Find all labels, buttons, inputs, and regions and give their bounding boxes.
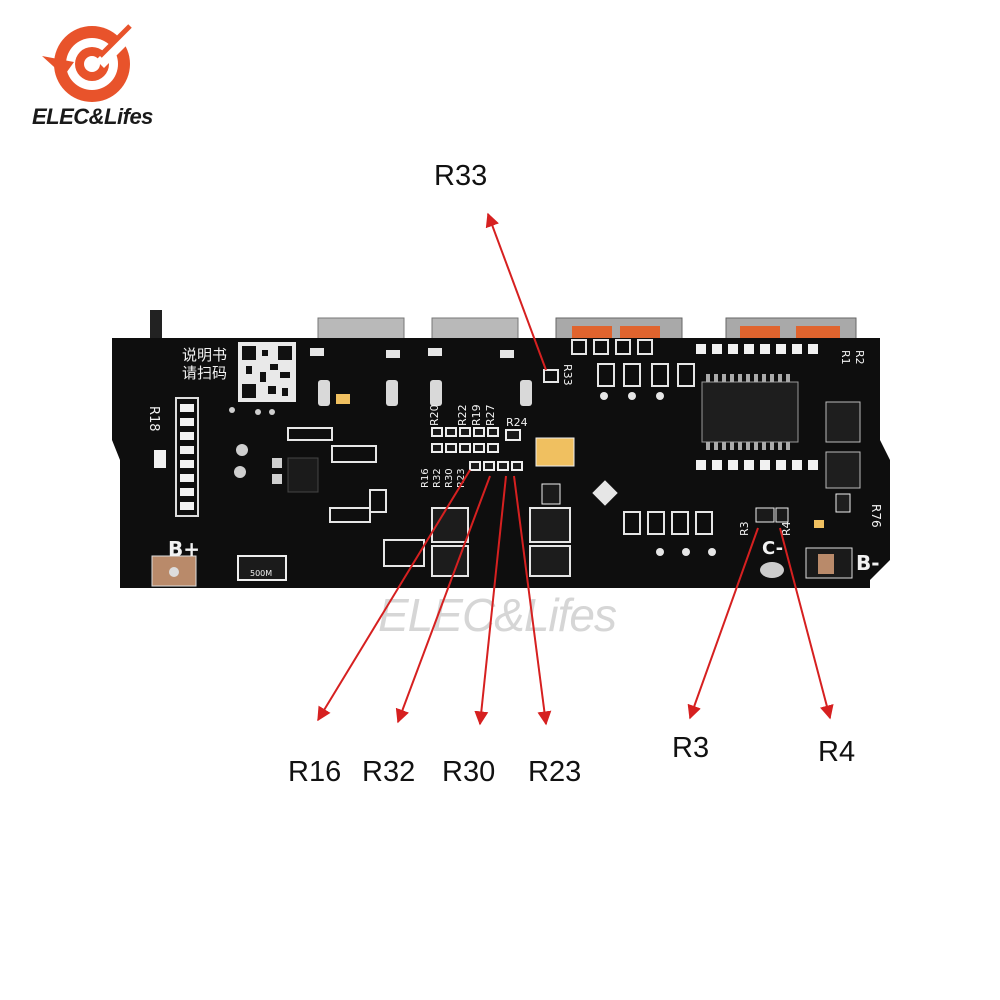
silk-r2: R2 bbox=[853, 350, 866, 365]
silk-r27: R27 bbox=[484, 404, 497, 426]
silk-r3: R3 bbox=[738, 521, 751, 536]
silk-r30: R30 bbox=[444, 468, 455, 488]
callout-r23: R23 bbox=[528, 756, 582, 788]
arrow-r33 bbox=[485, 212, 547, 371]
terminal-c-minus-label: C- bbox=[762, 538, 783, 559]
inductor-mark: 500M bbox=[250, 569, 272, 578]
qr-caption-line2: 请扫码 bbox=[182, 364, 227, 382]
brand-name: ELEC&Lifes bbox=[32, 104, 153, 129]
callout-r32: R32 bbox=[362, 756, 416, 788]
silk-r18: R18 bbox=[146, 406, 161, 432]
callout-r33: R33 bbox=[434, 160, 488, 192]
callout-r16: R16 bbox=[288, 756, 342, 788]
arrow-r30 bbox=[474, 475, 507, 726]
silk-r1: R1 bbox=[839, 350, 852, 365]
silk-r76: R76 bbox=[869, 504, 883, 528]
silk-r20: R20 bbox=[428, 404, 441, 426]
arrow-r32 bbox=[395, 475, 491, 724]
silk-r24: R24 bbox=[506, 416, 528, 429]
silk-r19: R19 bbox=[470, 404, 483, 426]
silk-r32: R32 bbox=[432, 468, 443, 488]
silk-r23: R23 bbox=[456, 468, 467, 488]
arrow-r16 bbox=[317, 469, 471, 722]
silk-r22: R22 bbox=[456, 404, 469, 426]
callout-r4: R4 bbox=[818, 736, 856, 768]
qr-caption-line1: 说明书 bbox=[182, 346, 227, 364]
watermark-text: ELEC&Lifes bbox=[378, 589, 617, 641]
terminal-b-minus-label: B- bbox=[856, 551, 880, 575]
silk-r33: R33 bbox=[561, 364, 574, 386]
arrow-r23 bbox=[513, 475, 552, 726]
silk-r4: R4 bbox=[780, 521, 793, 536]
arrow-r4 bbox=[779, 527, 834, 720]
arrow-r3 bbox=[687, 527, 759, 720]
callout-r3: R3 bbox=[672, 732, 710, 764]
callout-r30: R30 bbox=[442, 756, 496, 788]
silk-r16: R16 bbox=[420, 468, 431, 488]
terminal-b-plus-label: B+ bbox=[168, 537, 200, 561]
